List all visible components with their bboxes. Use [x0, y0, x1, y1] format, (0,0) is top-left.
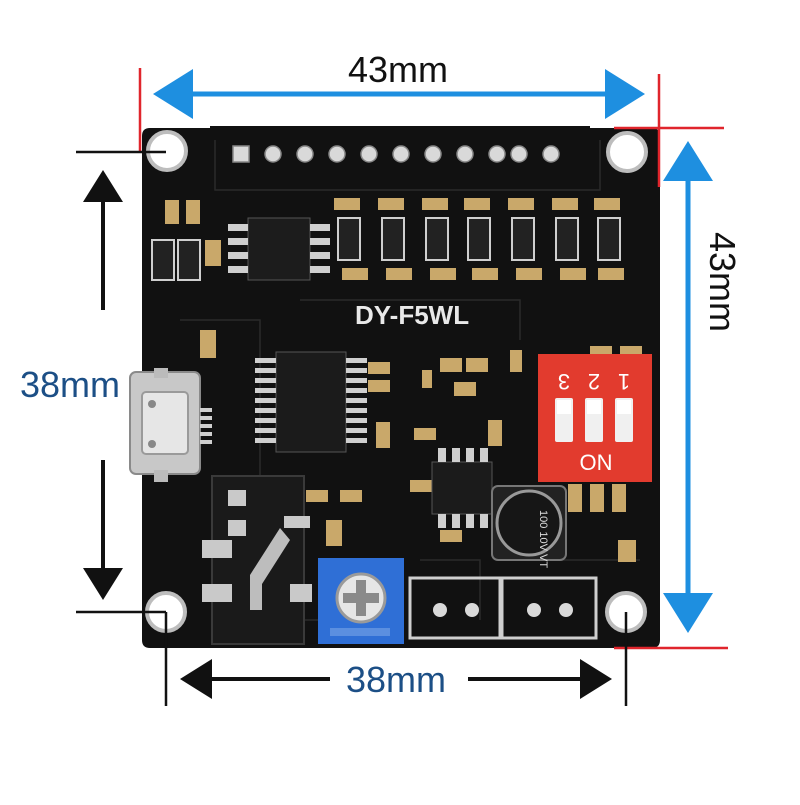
black-guide-lines: [76, 150, 628, 706]
red-guide-lines: [138, 68, 728, 650]
middle-passives: [306, 346, 642, 562]
right-height-label: 43mm: [702, 232, 743, 333]
diode-row: [334, 198, 624, 280]
mounting-hole-top-right: [606, 131, 648, 173]
amplifier-ic: [431, 448, 493, 528]
dip-switch: 3 2 1 ON: [538, 354, 652, 482]
dip-number-3: 3: [558, 369, 570, 394]
dip-number-2: 2: [588, 369, 600, 394]
left-height-label: 38mm: [20, 364, 121, 405]
dip-on-label: ON: [580, 450, 613, 475]
speaker-connectors: [408, 576, 598, 640]
dip-number-1: 1: [618, 369, 630, 394]
bottom-width-label: 38mm: [346, 659, 447, 700]
flash-chip: [228, 217, 330, 281]
header-pins: [232, 145, 560, 163]
audio-jack: [202, 475, 312, 645]
board-model-label: DY-F5WL: [355, 300, 469, 330]
electrolytic-capacitor: 100 10V VT: [491, 485, 567, 568]
main-ic: [255, 351, 367, 453]
top-width-label: 43mm: [348, 49, 449, 90]
left-components: [151, 200, 221, 358]
potentiometer: [318, 558, 404, 644]
capacitor-marking: 100 10V VT: [537, 510, 549, 568]
micro-usb-port: [129, 368, 212, 482]
